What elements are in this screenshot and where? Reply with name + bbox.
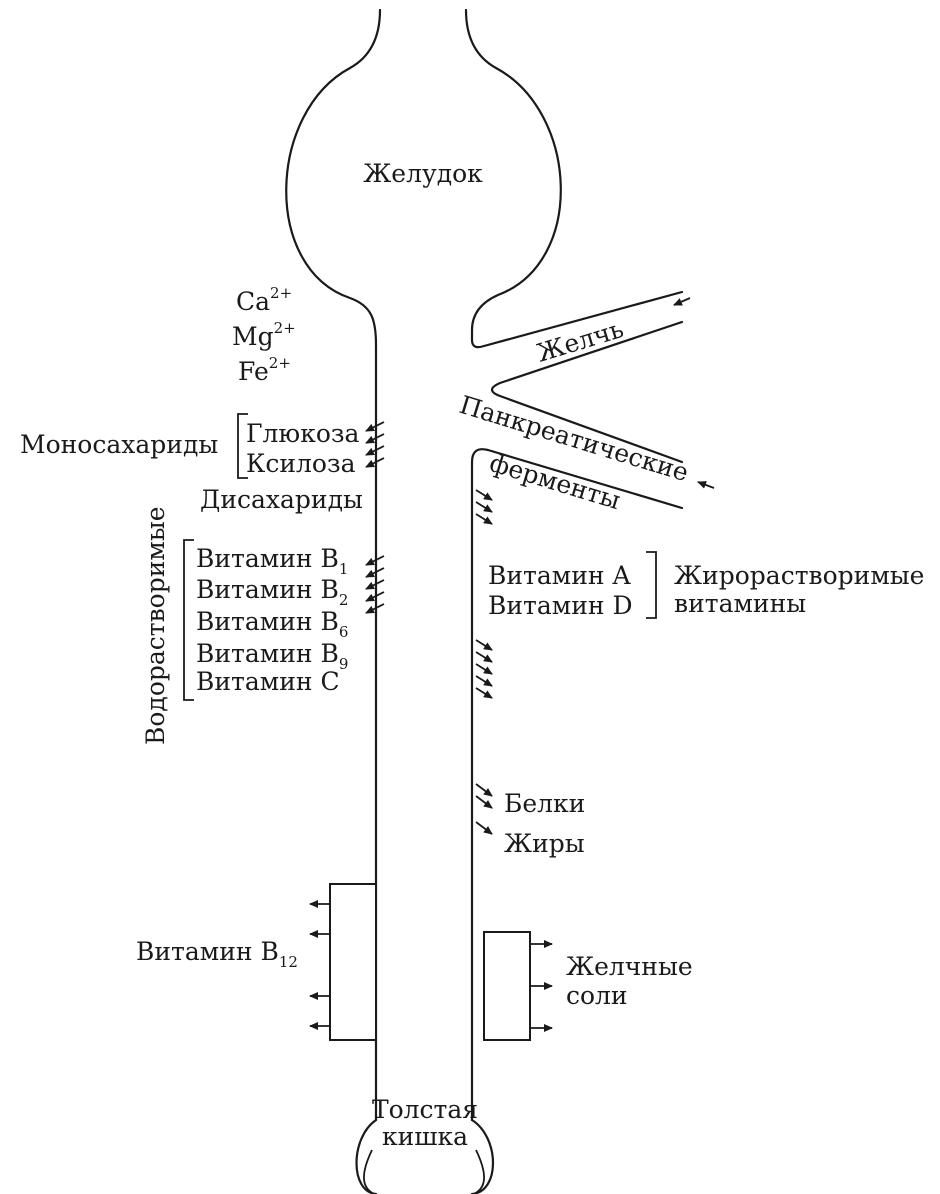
pancreatic-inflow-arrow (697, 481, 715, 489)
vitamin-b1-label: Витамин B1 (196, 544, 348, 578)
monosaccharides-label: Моносахариды (20, 430, 218, 459)
absorption-arrow-proteins-fats-2 (475, 795, 493, 809)
absorption-arrow-fat-soluble-3 (475, 663, 493, 675)
bile-salts-absorption-box (483, 931, 531, 1041)
colon-outline (355, 1118, 378, 1194)
absorption-arrow-fat-soluble-4 (475, 675, 493, 687)
absorption-arrow-upper-right-1 (475, 489, 493, 501)
glucose-label: Глюкоза (246, 419, 360, 448)
absorption-arrow-water-soluble-1 (365, 555, 385, 566)
water-soluble-vitamins-group: Водорастворимые Витамин B1 Витамин B2 Ви… (141, 506, 348, 745)
bile-pancreatic-divider (490, 320, 684, 464)
colon-label-line1: Толстая (372, 1095, 478, 1124)
fats-label: Жиры (504, 829, 585, 858)
absorption-arrow-fat-soluble-1 (475, 639, 493, 651)
absorption-arrow-water-soluble-3 (365, 579, 385, 590)
absorption-arrow-water-soluble-4 (365, 591, 385, 602)
tract-left-wall (285, 8, 382, 1122)
bile-salts-label-line1: Желчные (566, 952, 693, 981)
proteins-label: Белки (504, 789, 585, 818)
absorption-arrow-proteins-fats-3 (475, 821, 493, 835)
monosaccharides-bracket (237, 413, 248, 479)
digestive-tract-outline (285, 8, 684, 1194)
vitamin-b6-label: Витамин B6 (196, 607, 348, 641)
colon-lower-lobes (363, 1149, 485, 1194)
vitamin-a-label: Витамин A (488, 561, 631, 590)
mineral-ca: Ca2+ (236, 284, 292, 316)
colon-label-line2: кишка (382, 1122, 468, 1151)
absorption-arrow-fat-soluble-2 (475, 651, 493, 663)
absorption-arrow-water-soluble-5 (365, 603, 385, 614)
stomach-right-wall (464, 8, 684, 349)
vitamin-b2-label: Витамин B2 (196, 575, 348, 609)
mineral-fe: Fe2+ (238, 354, 291, 386)
vitamin-b9-label: Витамин B9 (196, 639, 348, 673)
absorption-arrows (309, 421, 553, 1032)
water-soluble-label: Водорастворимые (141, 506, 170, 745)
absorption-arrow-fat-soluble-5 (475, 687, 493, 699)
fat-soluble-bracket (646, 551, 657, 619)
vitamin-d-label: Витамин D (488, 591, 633, 620)
absorption-arrow-water-soluble-2 (365, 567, 385, 578)
stomach-label: Желудок (363, 159, 483, 188)
vitamin-b12-label: Витамин B12 (136, 937, 298, 971)
absorption-arrow-proteins-fats-1 (475, 783, 493, 797)
xylose-label: Ксилоза (246, 449, 356, 478)
water-soluble-bracket (183, 539, 194, 701)
vitamin-c-label: Витамин C (196, 667, 340, 696)
fat-soluble-label-line1: Жирорастворимые (674, 561, 924, 590)
bile-salts-label-line2: соли (566, 981, 628, 1010)
monosaccharides-group: Моносахариды Глюкоза Ксилоза (20, 413, 360, 479)
disaccharides-label: Дисахариды (200, 485, 363, 514)
vitamin-b12-absorption-box (329, 883, 377, 1041)
absorption-arrow-monosaccharides-1 (365, 421, 385, 432)
bile-inflow-arrow (673, 297, 691, 306)
absorption-arrow-monosaccharides-2 (365, 433, 385, 444)
bile-label: Желчь (533, 314, 627, 368)
minerals-group: Ca2+ Mg2+ Fe2+ (232, 284, 296, 386)
fat-soluble-vitamins-group: Витамин A Витамин D Жирорастворимые вита… (488, 551, 924, 620)
mineral-mg: Mg2+ (232, 319, 296, 351)
tract-right-wall (470, 448, 684, 1122)
colon-outline-right (470, 1118, 494, 1194)
absorption-arrow-upper-right-3 (475, 513, 493, 525)
absorption-arrow-monosaccharides-3 (365, 445, 385, 456)
absorption-arrow-upper-right-2 (475, 501, 493, 513)
absorption-arrow-monosaccharides-4 (365, 457, 385, 468)
fat-soluble-label-line2: витамины (674, 589, 806, 618)
